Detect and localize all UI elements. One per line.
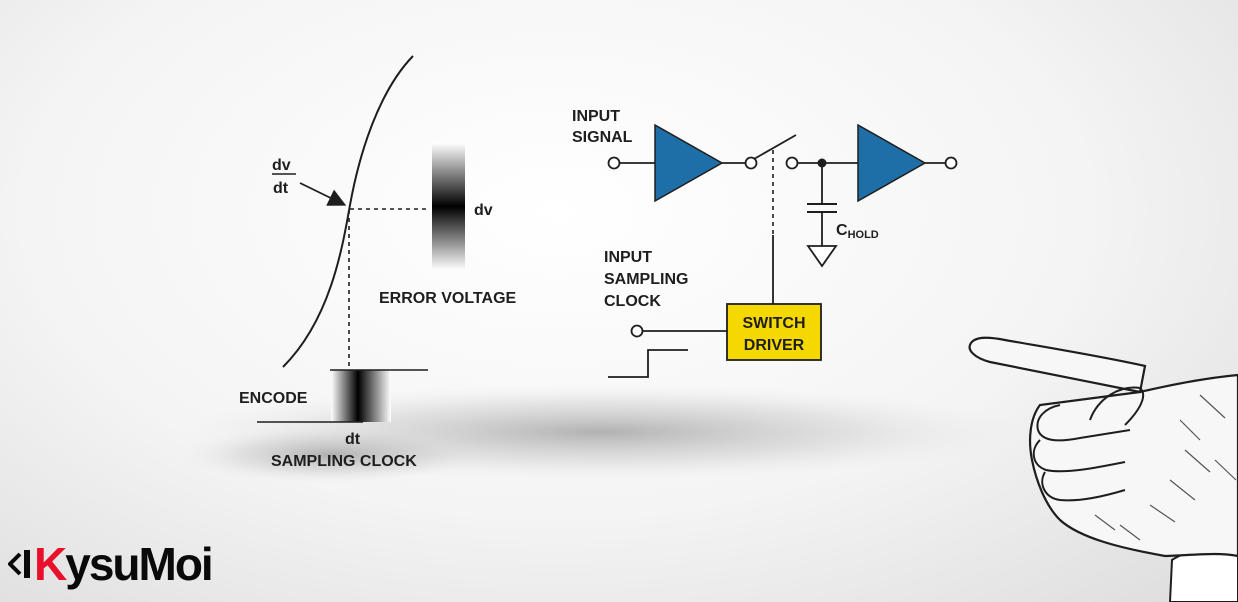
input-sampling-clock-line1: INPUT — [604, 249, 652, 266]
signal-curve — [282, 55, 414, 368]
dvdt-denominator: dt — [273, 180, 289, 197]
input-buffer-amplifier — [654, 123, 724, 203]
input-signal-label-line1: INPUT — [572, 108, 620, 125]
switch-terminal-a — [744, 156, 758, 170]
c-hold-label: CHOLD — [836, 222, 879, 241]
aperture-jitter-diagram: dv dt dv ERROR VOLTAGE ENCODE dt SAMPLIN… — [239, 55, 517, 470]
finger-4 — [1041, 471, 1126, 502]
finger-3 — [1032, 439, 1126, 473]
input-terminal — [607, 156, 621, 170]
input-sampling-clock-line3: CLOCK — [604, 293, 661, 310]
clock-terminal — [630, 324, 644, 338]
encode-label: ENCODE — [239, 390, 308, 407]
logo-text-rest: ysuMoi — [65, 538, 213, 590]
dv-label: dv — [474, 202, 493, 219]
dt-label: dt — [345, 431, 361, 448]
dvdt-numerator: dv — [272, 157, 291, 174]
kysumoi-logo: KysuMoi — [8, 538, 214, 590]
switch-driver-label-line1: SWITCH — [742, 315, 805, 332]
floor-shadow-left — [180, 427, 480, 483]
ground-icon — [806, 245, 838, 268]
switch-blade — [753, 134, 797, 160]
dv-error-band — [432, 143, 465, 270]
hand-hatching — [1094, 394, 1237, 541]
index-finger — [968, 336, 1147, 394]
input-sampling-clock-line2: SAMPLING — [604, 271, 688, 288]
track-and-hold-circuit: INPUT SIGNAL CHOLD INPUT SAMPLING CLOCK … — [572, 108, 958, 378]
error-voltage-label: ERROR VOLTAGE — [379, 290, 517, 307]
hand-sleeve — [1168, 549, 1238, 602]
switch-terminal-b — [785, 156, 799, 170]
dvdt-arrow — [299, 182, 347, 206]
logo-text-k: K — [34, 538, 67, 590]
pointing-hand-illustration — [968, 336, 1238, 602]
logo-mark-icon — [8, 550, 30, 578]
switch-driver-box — [726, 303, 822, 361]
hand-back — [1029, 373, 1238, 558]
output-buffer-amplifier — [857, 123, 927, 203]
switch-driver-label-line2: DRIVER — [744, 337, 805, 354]
input-signal-label-line2: SIGNAL — [572, 129, 633, 146]
finger-2 — [1036, 404, 1131, 442]
sampling-clock-label: SAMPLING CLOCK — [271, 453, 417, 470]
output-terminal — [944, 156, 958, 170]
thumb — [1089, 386, 1145, 426]
clock-step-waveform — [608, 349, 688, 378]
dt-jitter-band — [331, 370, 391, 422]
